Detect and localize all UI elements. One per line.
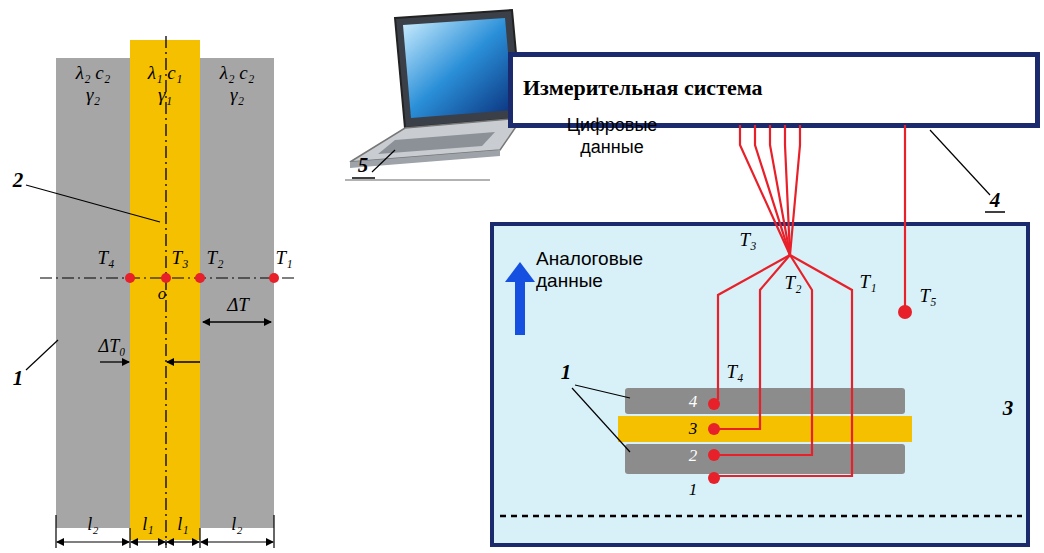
callout-number: 4	[990, 188, 1001, 213]
node-text: Аналоговые данные	[536, 248, 656, 292]
thermocouple-wires	[718, 125, 905, 476]
gray-plate	[625, 444, 905, 474]
gray-layer	[200, 58, 274, 528]
sensor-dot	[125, 273, 135, 283]
sensor-number: 2	[689, 446, 698, 466]
sensor-dot	[161, 273, 171, 283]
callout-number: 3	[1003, 396, 1014, 421]
dimension-label: ΔT₀	[99, 336, 126, 357]
callout-number: 5	[358, 153, 369, 178]
node-text: λ₂ c₂ γ₂	[219, 62, 255, 106]
dimension-arrows	[57, 541, 273, 542]
sensor-number: 1	[689, 480, 698, 500]
dimension-label: l₁	[177, 514, 188, 535]
origin-label: o	[158, 284, 167, 304]
material-layer: λ₂ c₂ γ₂	[56, 58, 130, 148]
sensor-dot	[195, 273, 205, 283]
callout-number: 2	[13, 168, 24, 193]
sensor-dots	[708, 305, 912, 484]
leader-line	[26, 340, 58, 370]
leader-line	[26, 185, 160, 222]
callout-number: 1	[561, 360, 572, 385]
gray-layer	[56, 58, 130, 528]
underline	[352, 177, 375, 179]
wire-label: T₂	[784, 272, 801, 294]
leader-line	[372, 150, 395, 172]
gray-plate	[625, 388, 905, 414]
leader-lines	[572, 385, 630, 452]
temperature-label: T₄	[97, 247, 114, 269]
wire-label: T₄	[726, 361, 743, 383]
yellow-layer	[130, 40, 200, 540]
dimension-label: l₁	[142, 514, 153, 535]
liquid-level	[500, 515, 1022, 518]
leader-line	[930, 130, 990, 195]
wire-label: T₁	[859, 271, 876, 293]
flow-label: Цифровые данные	[564, 115, 660, 158]
laptop-icon	[350, 10, 522, 168]
callout-number: 1	[13, 366, 24, 391]
sensor-number: 4	[689, 392, 698, 412]
sensor-number: 3	[689, 419, 698, 439]
material-layer: λ₁ c₁ γ₁	[130, 58, 200, 148]
temperature-label: T₁	[275, 247, 292, 269]
dimension-arrow	[167, 361, 200, 362]
dimension-label: l₂	[231, 514, 242, 535]
ground-line	[345, 179, 490, 181]
material-layer: λ₂ c₂ γ₂	[200, 58, 274, 148]
dimension-arrow	[203, 321, 271, 322]
dimension-arrow	[100, 361, 129, 362]
dimension-label: ΔT	[227, 294, 249, 316]
wire-label: T₃	[739, 229, 756, 251]
temperature-label: T₃	[171, 247, 188, 269]
wire-label: T₅	[919, 285, 936, 307]
node-text: λ₂ c₂ γ₂	[75, 62, 111, 106]
sensor-dot	[269, 273, 279, 283]
data-arrow	[505, 262, 535, 335]
thermostat-chamber: Аналоговые данные	[490, 222, 1030, 547]
node-text: Измерительная система	[523, 75, 763, 100]
dimension-label: l₂	[87, 514, 98, 535]
node-text: λ₁ c₁ γ₁	[147, 62, 183, 106]
yellow-plate	[618, 416, 912, 442]
temperature-label: T₂	[206, 247, 223, 269]
